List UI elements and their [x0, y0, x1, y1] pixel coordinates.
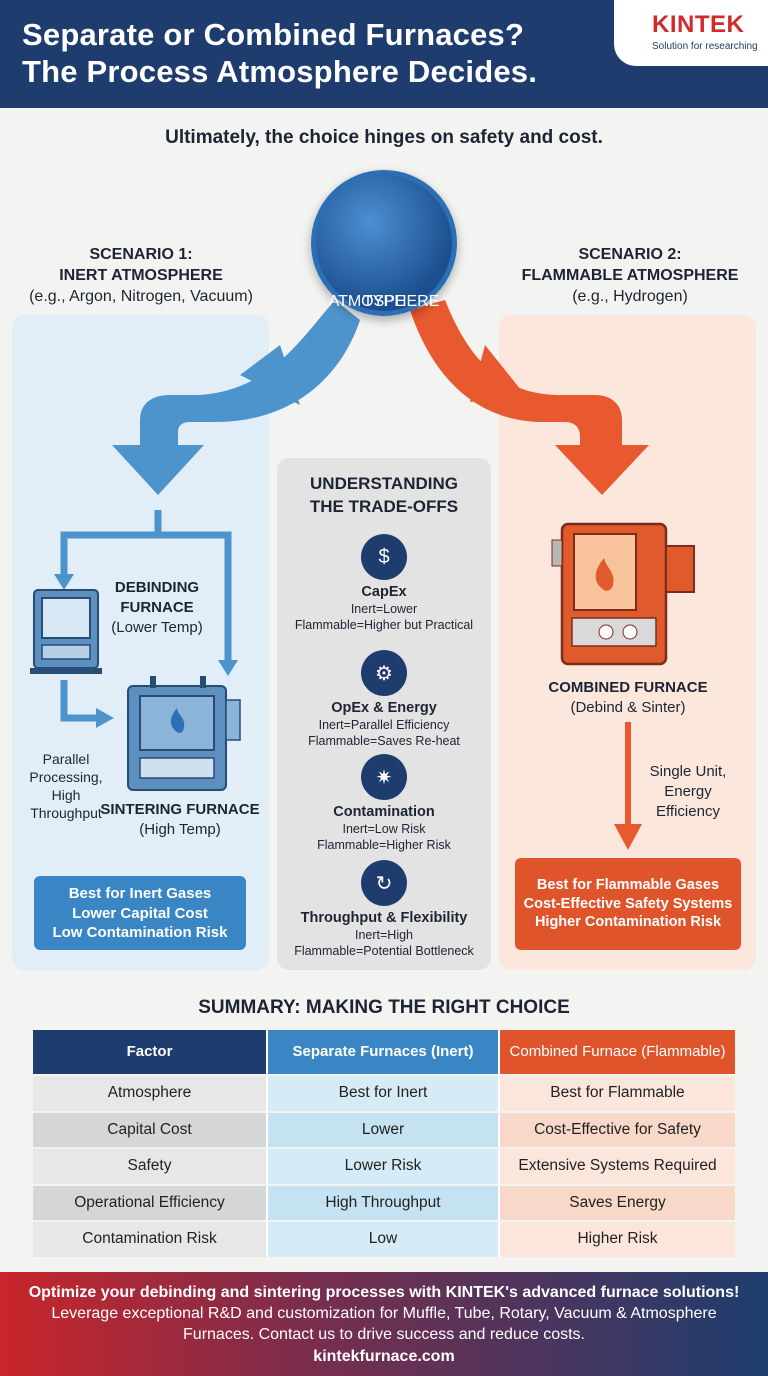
tradeoff-opex: ⚙ OpEx & Energy Inert=Parallel Efficienc… — [277, 650, 491, 749]
money-bag-icon: $ — [361, 534, 407, 580]
footer-url-link[interactable]: kintekfurnace.com — [313, 1348, 455, 1365]
split-arrow — [60, 510, 232, 665]
footer-cta: Optimize your debinding and sintering pr… — [0, 1272, 768, 1376]
footer-text: Optimize your debinding and sintering pr… — [28, 1284, 740, 1343]
arrow-to-inert — [112, 300, 360, 495]
logo-tagline: Solution for researching — [652, 41, 758, 52]
kintek-logo[interactable]: KINTEK Solution for researching — [614, 0, 768, 66]
header-combined: Combined Furnace (Flammable) — [500, 1030, 735, 1074]
clock-refresh-icon: ↻ — [361, 860, 407, 906]
scenario2-heading: SCENARIO 2:FLAMMABLE ATMOSPHERE(e.g., Hy… — [521, 246, 739, 305]
combined-label: COMBINED FURNACE(Debind & Sinter) — [548, 679, 708, 716]
summary-title: SUMMARY: MAKING THE RIGHT CHOICE — [198, 997, 570, 1018]
arrow-inert-head — [240, 345, 300, 405]
arrow-flammable-head — [470, 345, 525, 402]
logo-brand: KINTEK — [652, 11, 745, 38]
header-factor: Factor — [33, 1030, 266, 1074]
summary-table: Factor Separate Furnaces (Inert) Combine… — [33, 1028, 735, 1259]
subtitle: Ultimately, the choice hinges on safety … — [165, 127, 603, 148]
scenario1-heading: SCENARIO 1:INERT ATMOSPHERE(e.g., Argon,… — [29, 246, 253, 305]
debinding-furnace-icon — [30, 589, 102, 674]
gear-icon: ⚙ — [361, 650, 407, 696]
page-title: Separate or Combined Furnaces?The Proces… — [22, 17, 538, 89]
header-separate: Separate Furnaces (Inert) — [266, 1030, 500, 1074]
sintering-label: SINTERING FURNACE(High Temp) — [100, 801, 260, 838]
contamination-icon: ✷ — [361, 754, 407, 800]
atmosphere-line1: ATMOSPHERE — [328, 293, 440, 310]
debind-to-sinter-arrow — [60, 680, 100, 722]
combined-furnace-icon — [551, 522, 695, 666]
atmosphere-line2: TYPE — [363, 293, 405, 310]
header-banner: Separate or Combined Furnaces?The Proces… — [0, 0, 768, 108]
arrow-to-flammable — [410, 300, 649, 495]
sintering-furnace-icon — [127, 676, 241, 791]
table-header-row: Factor Separate Furnaces (Inert) Combine… — [33, 1030, 735, 1074]
